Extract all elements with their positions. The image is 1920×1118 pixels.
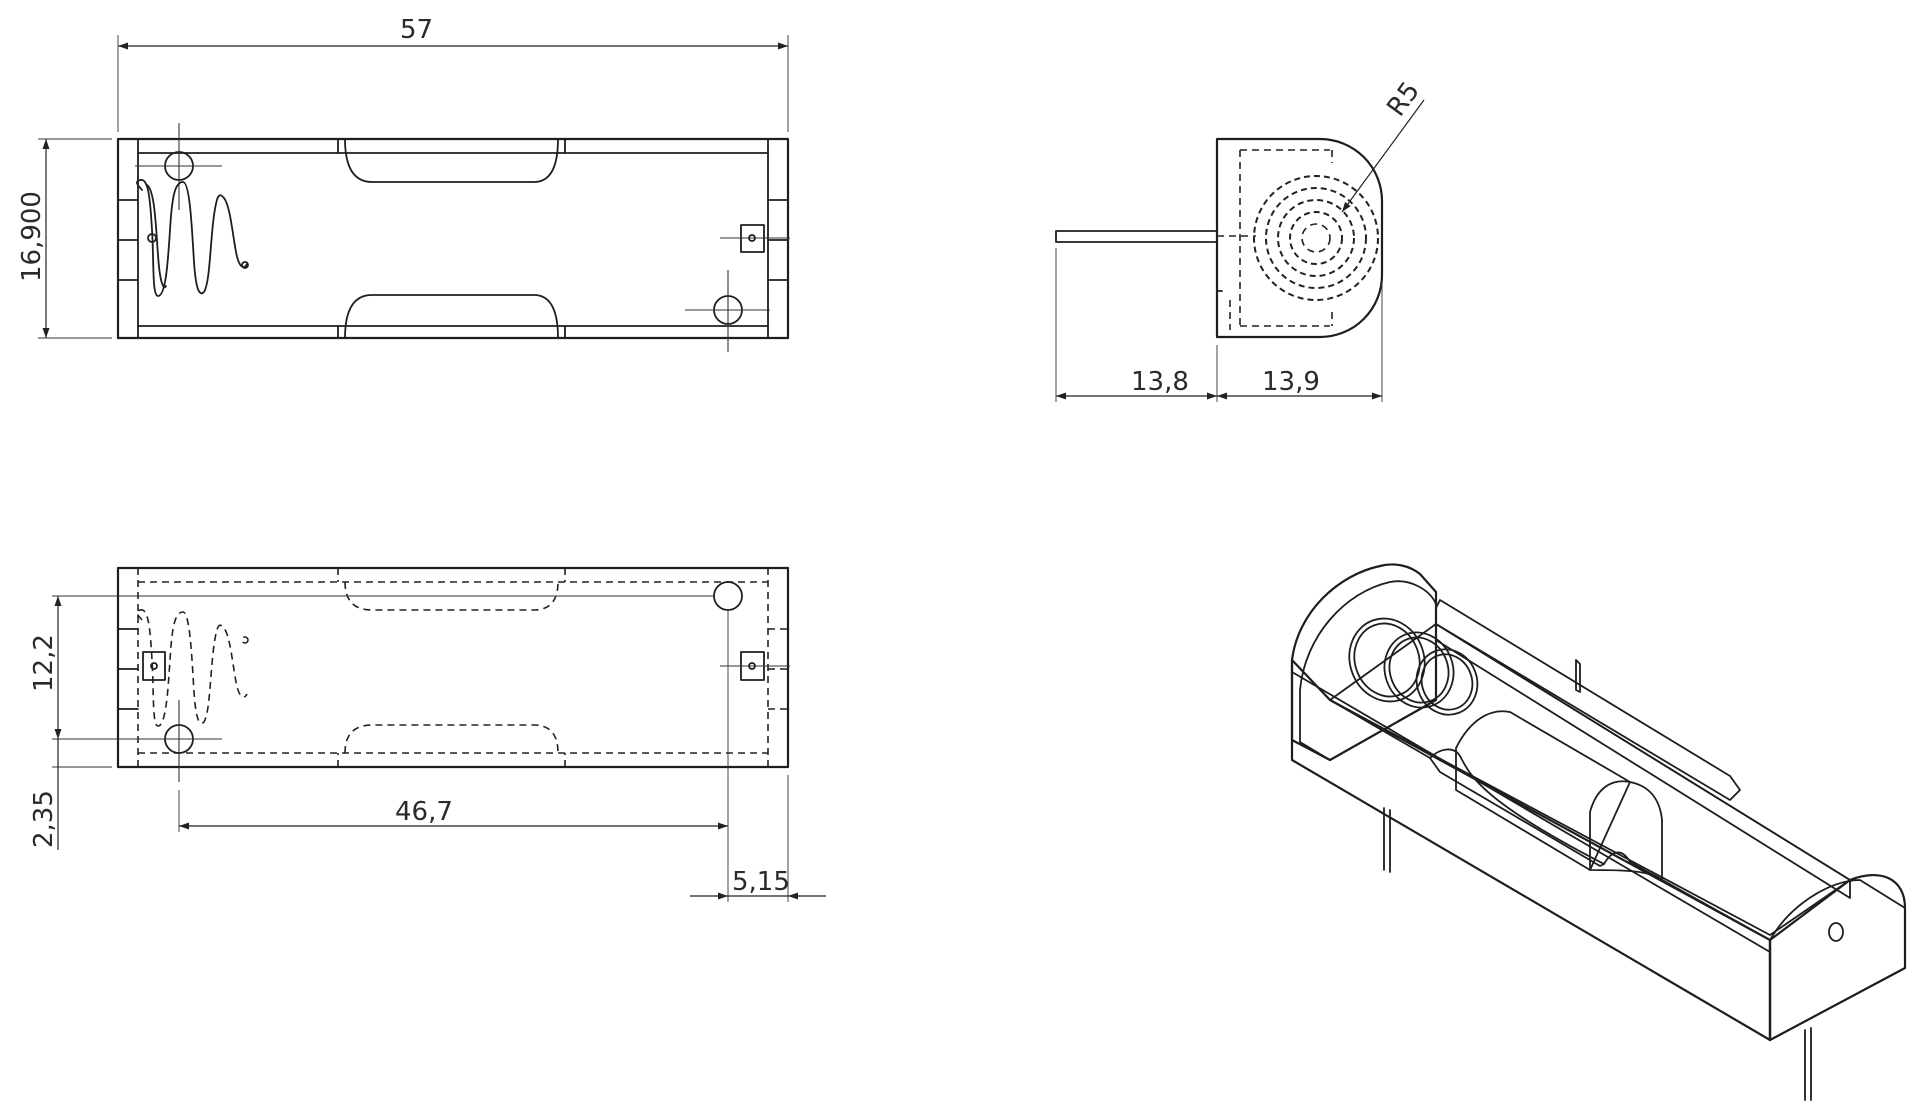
- dim-side-radius: R5: [1381, 76, 1426, 122]
- dim-top-height: 16,900: [17, 191, 47, 282]
- dim-top-width: 57: [400, 15, 433, 45]
- dim-bottom-hole-vertical: 12,2: [29, 634, 59, 692]
- dim-side-pin-length: 13,8: [1131, 367, 1189, 397]
- iso-spring: [1348, 617, 1479, 716]
- side-view: R5 13,8 13,9: [1055, 76, 1426, 402]
- bottom-view: 12,2 2,35 46,7 5,15: [29, 566, 826, 902]
- dim-side-body-length: 13,9: [1262, 367, 1320, 397]
- dim-bottom-offset: 2,35: [29, 790, 59, 848]
- dim-bottom-hole-horizontal: 46,7: [395, 797, 453, 827]
- top-view: 57 16,900: [17, 15, 790, 352]
- isometric-view: [1290, 563, 1907, 1101]
- dim-bottom-edge-offset: 5,15: [732, 867, 790, 897]
